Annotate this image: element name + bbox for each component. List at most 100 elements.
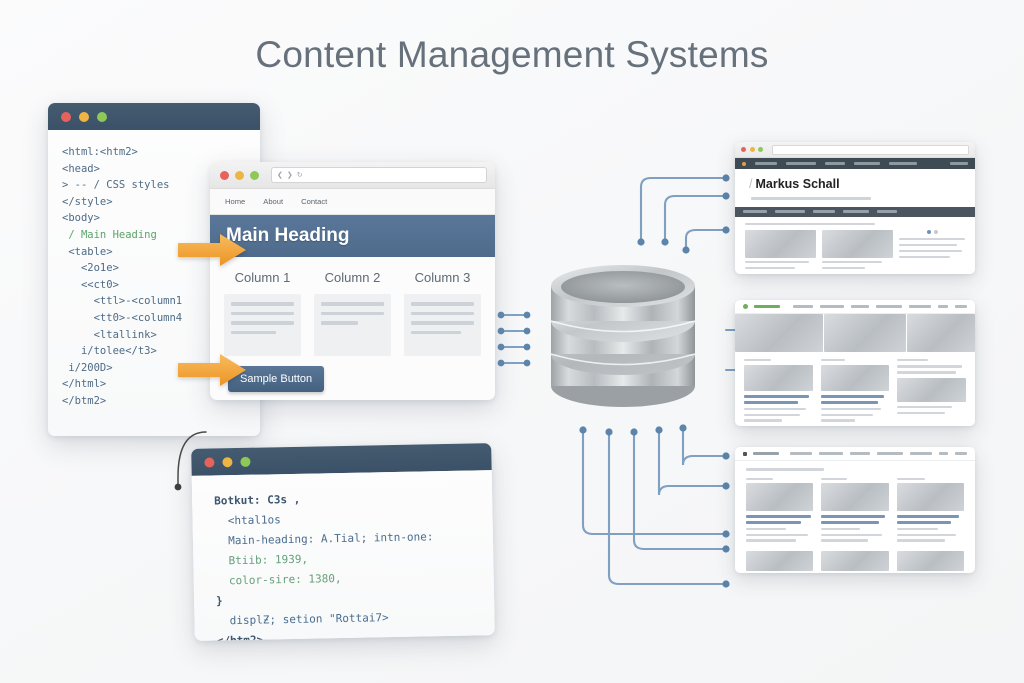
sidebar-item[interactable] [899, 255, 951, 259]
nav-item[interactable] [939, 452, 948, 455]
nav-item[interactable] [813, 210, 835, 213]
nav-item[interactable] [854, 162, 880, 165]
section-heading-line [746, 468, 824, 471]
text-line [746, 533, 808, 536]
arrow-to-button-icon [178, 354, 246, 386]
kicker-line [820, 359, 845, 362]
minimize-dot-icon[interactable] [749, 147, 755, 152]
text-line [411, 330, 462, 334]
nav-item[interactable] [850, 452, 870, 455]
text-line [744, 407, 806, 411]
site-nav: Home About Contact [210, 189, 495, 215]
site-preview-top[interactable]: /Markus Schall [735, 142, 975, 274]
headline-line [896, 515, 959, 518]
nav-item[interactable] [790, 452, 812, 455]
code-line: > -- / CSS styles [62, 179, 170, 192]
maximize-dot-icon[interactable] [250, 170, 259, 180]
text-line [897, 411, 946, 414]
preview-sidebar [899, 229, 965, 273]
text-line [896, 533, 956, 536]
code-line: i/200D> [62, 361, 113, 374]
address-bar[interactable]: ❮ ❯ ↻ [271, 167, 487, 183]
nav-item[interactable] [909, 305, 931, 308]
article-image [746, 551, 814, 572]
maximize-dot-icon[interactable] [758, 147, 763, 152]
hero-image [907, 314, 975, 352]
browser-mockup-window[interactable]: ❮ ❯ ↻ Home About Contact Main Heading Co… [210, 162, 495, 400]
nav-item[interactable] [820, 305, 844, 308]
sidebar-item[interactable] [899, 237, 965, 241]
site-preview-middle[interactable] [735, 300, 975, 426]
titlebar [48, 103, 260, 130]
headline-line [744, 395, 810, 398]
text-line [896, 527, 939, 531]
maximize-dot-icon[interactable] [240, 456, 251, 467]
headline-line [746, 521, 802, 524]
forward-arrow-icon[interactable]: ❯ [286, 171, 293, 179]
preview-article[interactable] [822, 229, 893, 273]
minimize-dot-icon[interactable] [235, 170, 244, 180]
nav-item[interactable] [775, 210, 805, 213]
preview-article[interactable] [745, 229, 816, 273]
nav-item[interactable] [755, 162, 777, 165]
close-dot-icon[interactable] [61, 111, 71, 122]
nav-item-contact[interactable]: Contact [301, 197, 328, 206]
text-line [822, 266, 865, 270]
maximize-dot-icon[interactable] [97, 111, 107, 122]
nav-item[interactable] [843, 210, 869, 213]
sidebar-image [897, 377, 967, 402]
nav-item[interactable] [876, 305, 902, 308]
nav-item[interactable] [938, 305, 948, 308]
close-dot-icon[interactable] [741, 147, 746, 152]
brand-logo-icon [743, 451, 747, 456]
nav-item[interactable] [950, 162, 968, 165]
nav-item-home[interactable]: Home [225, 197, 246, 206]
article-image [821, 551, 889, 572]
brand-logo-icon [743, 304, 748, 309]
preview-article[interactable] [746, 478, 814, 545]
nav-item[interactable] [793, 305, 813, 308]
nav-item[interactable] [743, 210, 767, 213]
nav-item-about[interactable]: About [263, 197, 284, 206]
preview-content [735, 461, 975, 572]
site-preview-bottom[interactable] [735, 447, 975, 573]
connector-bottom-4 [657, 428, 728, 496]
connector-endpoint-code [174, 483, 182, 491]
sidebar-item[interactable] [899, 249, 962, 253]
nav-item[interactable] [889, 162, 917, 165]
text-line [744, 413, 801, 416]
nav-item[interactable] [825, 162, 845, 165]
close-dot-icon[interactable] [204, 456, 215, 468]
article-image [896, 551, 964, 572]
nav-item[interactable] [910, 452, 932, 455]
close-dot-icon[interactable] [220, 170, 229, 180]
preview-header [735, 447, 975, 461]
code-window-bottom[interactable]: Botkut: C3s , <htal1os Main-heading: A.T… [191, 443, 495, 641]
preview-article[interactable] [821, 478, 889, 545]
preview-article[interactable] [744, 359, 813, 425]
nav-item[interactable] [851, 305, 869, 308]
code-line: </style> [62, 195, 113, 208]
connector-right-1 [639, 176, 728, 244]
nav-item[interactable] [819, 452, 843, 455]
preview-address-bar[interactable] [771, 144, 969, 155]
preview-article[interactable] [820, 359, 890, 425]
hero-image [824, 314, 906, 352]
sidebar-item[interactable] [899, 243, 958, 247]
nav-item[interactable] [877, 210, 897, 213]
minimize-dot-icon[interactable] [222, 456, 233, 467]
back-arrow-icon[interactable]: ❮ [277, 171, 283, 179]
article-image [821, 483, 889, 512]
preview-nav [793, 305, 967, 308]
refresh-icon[interactable]: ↻ [296, 171, 303, 179]
nav-item[interactable] [955, 305, 967, 308]
preview-article[interactable] [896, 478, 964, 545]
headline-line [821, 515, 885, 518]
kicker-line [744, 359, 772, 362]
nav-item[interactable] [786, 162, 816, 165]
text-line [820, 413, 873, 416]
nav-item[interactable] [877, 452, 903, 455]
minimize-dot-icon[interactable] [79, 111, 89, 122]
code-line: <ltallink> [62, 328, 157, 341]
nav-item[interactable] [955, 452, 967, 455]
